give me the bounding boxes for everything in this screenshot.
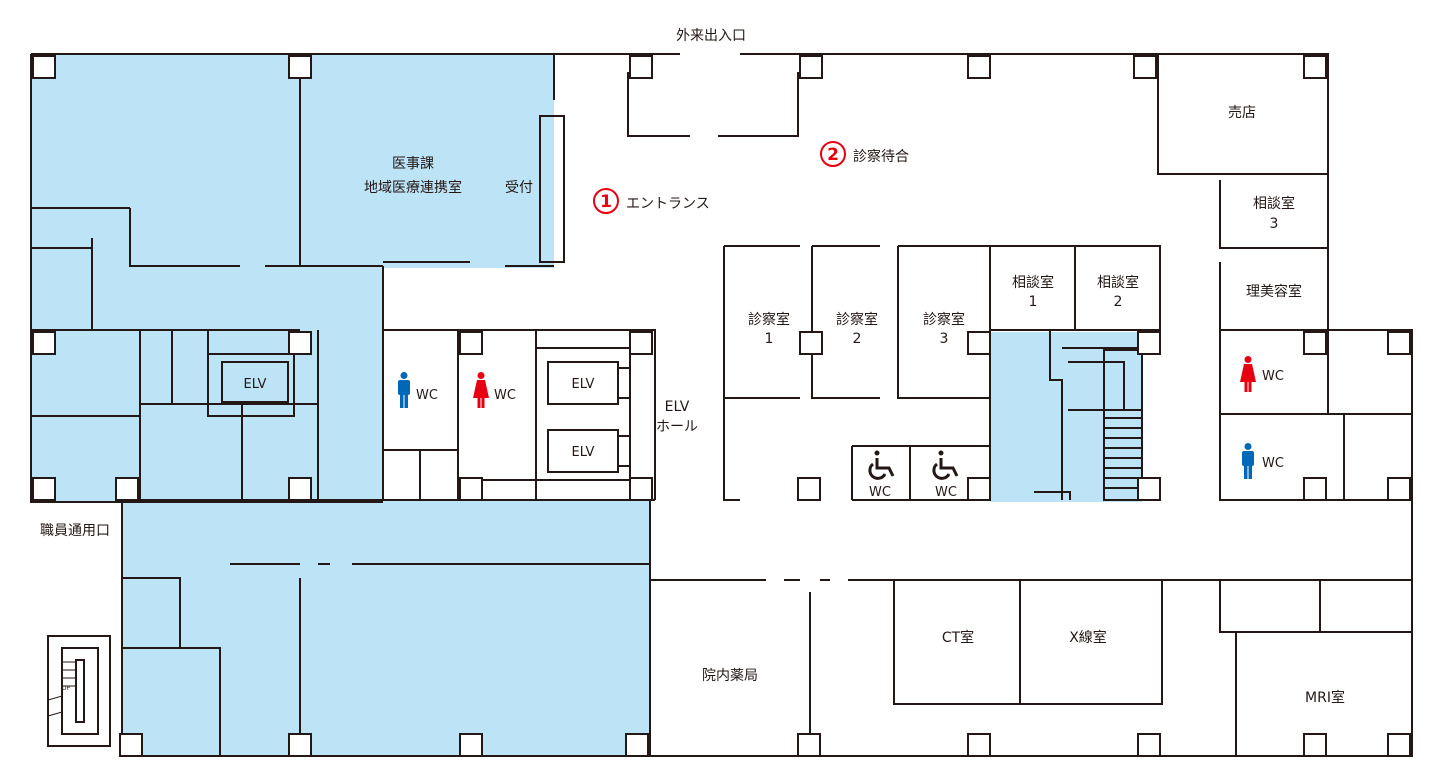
consult-room-2-label: 相談室 bbox=[1097, 274, 1139, 291]
exam-room-2-number: 2 bbox=[853, 331, 862, 347]
wc-label-male-right: WC bbox=[1262, 456, 1284, 471]
elevator-left-label: ELV bbox=[244, 377, 267, 392]
reception-label: 受付 bbox=[505, 180, 533, 196]
exam-room-2-label: 診察室 bbox=[836, 311, 878, 328]
wc-label-male-center: WC bbox=[416, 388, 438, 403]
exam-waiting-label: 診察待合 bbox=[853, 148, 909, 165]
wheelchair-icon bbox=[868, 450, 895, 480]
male-person-icon bbox=[398, 372, 410, 408]
female-person-icon bbox=[473, 372, 489, 408]
room-labels: 外来出入口 職員通用口 医事課 地域医療連携室 受付 エントランス 診察待合 売… bbox=[40, 28, 1345, 706]
elevator-center-top-label: ELV bbox=[572, 377, 595, 392]
wc-label-accessible-2: WC bbox=[935, 485, 957, 500]
outpatient-entrance-label: 外来出入口 bbox=[676, 28, 746, 44]
exam-room-3-number: 3 bbox=[940, 331, 949, 347]
marker-2-number: 2 bbox=[827, 145, 839, 165]
shop-label: 売店 bbox=[1228, 105, 1256, 121]
pharmacy-label: 院内薬局 bbox=[702, 668, 758, 684]
elevator-center-bottom-label: ELV bbox=[572, 445, 595, 460]
interior-walls bbox=[31, 54, 1412, 756]
marker-1-number: 1 bbox=[600, 192, 612, 212]
wc-label-female-center: WC bbox=[494, 388, 516, 403]
consult-room-2-number: 2 bbox=[1114, 294, 1123, 310]
wc-label-accessible-1: WC bbox=[869, 485, 891, 500]
exam-room-1-label: 診察室 bbox=[748, 311, 790, 328]
female-person-icon bbox=[1240, 356, 1256, 392]
male-person-icon bbox=[1242, 443, 1254, 479]
consult-room-3-label: 相談室 bbox=[1253, 195, 1295, 212]
xray-room-label: X線室 bbox=[1069, 629, 1107, 646]
mri-room-label: MRI室 bbox=[1305, 689, 1345, 706]
consult-room-1-label: 相談室 bbox=[1012, 274, 1054, 291]
regional-liaison-label: 地域医療連携室 bbox=[364, 179, 462, 196]
exam-room-3-label: 診察室 bbox=[923, 311, 965, 328]
marker-1: 1 bbox=[593, 188, 619, 214]
stairs-up-label: UP bbox=[62, 685, 70, 692]
pillars bbox=[32, 55, 1411, 757]
elv-hall-label-2: ホール bbox=[656, 419, 698, 435]
consult-room-3-number: 3 bbox=[1270, 216, 1279, 232]
exam-room-1-number: 1 bbox=[765, 331, 774, 347]
entrance-label: エントランス bbox=[626, 196, 710, 212]
barber-label: 理美容室 bbox=[1246, 283, 1302, 300]
medical-affairs-label: 医事課 bbox=[392, 156, 434, 172]
wc-label-female-right: WC bbox=[1262, 369, 1284, 384]
ct-room-label: CT室 bbox=[942, 629, 974, 646]
staff-entrance-label: 職員通用口 bbox=[40, 523, 110, 539]
wheelchair-icon bbox=[932, 450, 959, 480]
elv-hall-label: ELV bbox=[665, 399, 690, 415]
marker-2: 2 bbox=[820, 141, 846, 167]
consult-room-1-number: 1 bbox=[1029, 294, 1038, 310]
